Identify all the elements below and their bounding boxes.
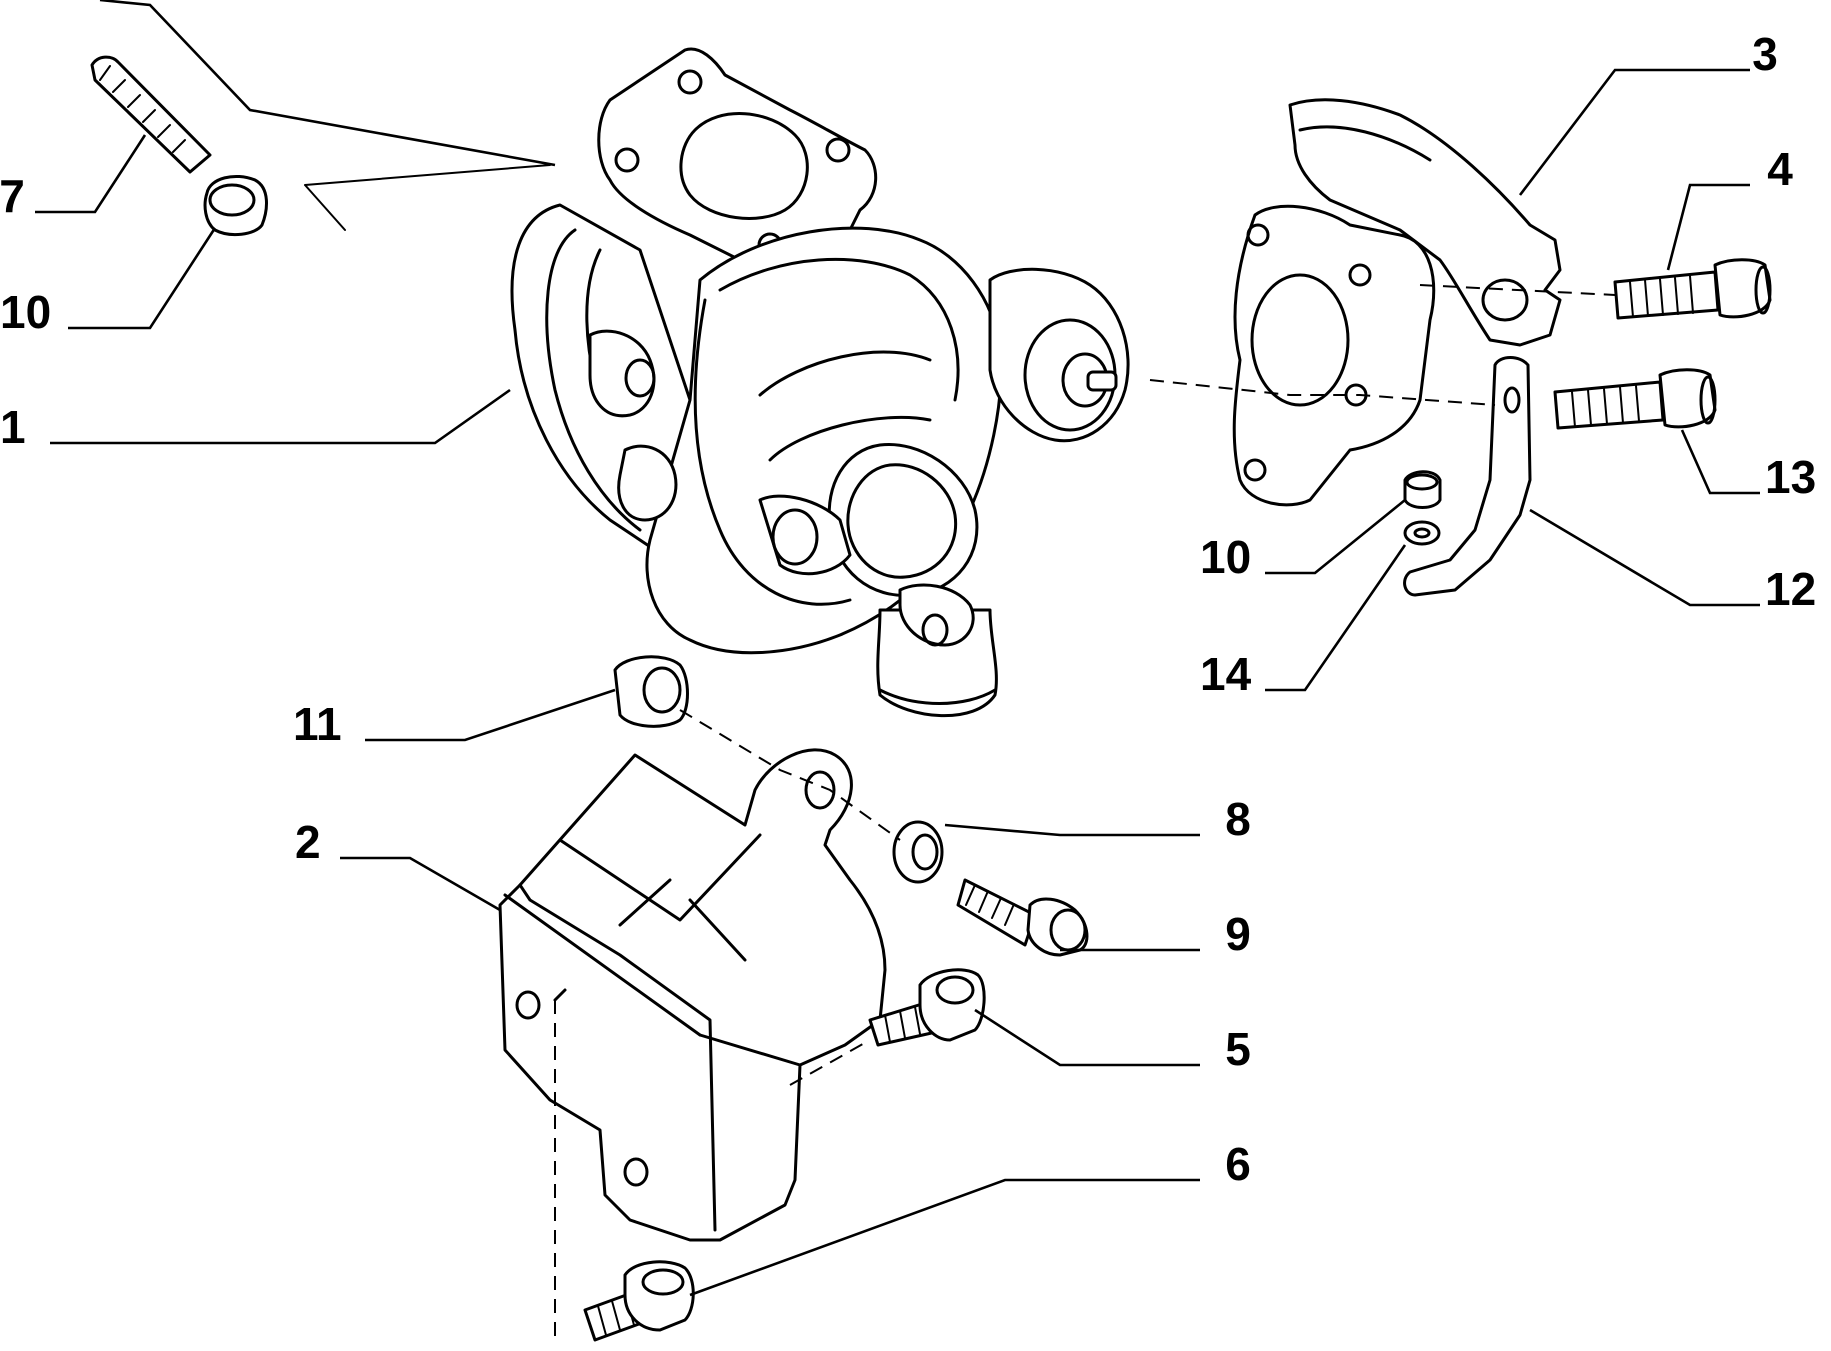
flanged-bolt-part-5 — [868, 968, 986, 1047]
callout-3: 3 — [1752, 28, 1778, 80]
callout-12: 12 — [1765, 563, 1816, 615]
callout-10-right: 10 — [1200, 531, 1251, 583]
flanged-bolt-part-6 — [583, 1260, 695, 1342]
heat-shield-part-2 — [498, 748, 887, 1242]
bolt-part-4 — [1613, 258, 1772, 320]
washer-part-14 — [1403, 520, 1441, 546]
bolt-part-13 — [1553, 368, 1717, 430]
callout-6: 6 — [1225, 1138, 1251, 1190]
callout-9: 9 — [1225, 908, 1251, 960]
callout-10-top: 10 — [0, 286, 51, 338]
callout-7: 7 — [0, 170, 25, 222]
callout-14: 14 — [1200, 648, 1252, 700]
leader-lines — [35, 0, 1760, 1297]
turbocharger-part-1 — [510, 47, 1130, 718]
callout-11: 11 — [293, 698, 342, 750]
callout-1: 1 — [0, 401, 26, 453]
washer-part-8 — [892, 820, 944, 884]
callout-13: 13 — [1765, 451, 1816, 503]
callout-8: 8 — [1225, 793, 1251, 845]
nut-part-10-right — [1403, 470, 1442, 509]
stud-part-7 — [90, 55, 212, 174]
strap-part-12 — [1403, 356, 1532, 597]
callout-5: 5 — [1225, 1023, 1251, 1075]
assembly-lines — [304, 164, 1616, 1345]
callout-labels: 1 2 3 4 5 6 7 8 9 10 10 11 12 13 14 — [0, 28, 1816, 1190]
spacer-part-11 — [613, 655, 689, 728]
callout-4: 4 — [1767, 143, 1793, 195]
outlet-flange-bracket-part-3 — [1232, 98, 1562, 507]
flanged-bolt-part-9 — [956, 878, 1089, 957]
nut-part-10-top — [203, 175, 268, 237]
callout-2: 2 — [295, 816, 321, 868]
